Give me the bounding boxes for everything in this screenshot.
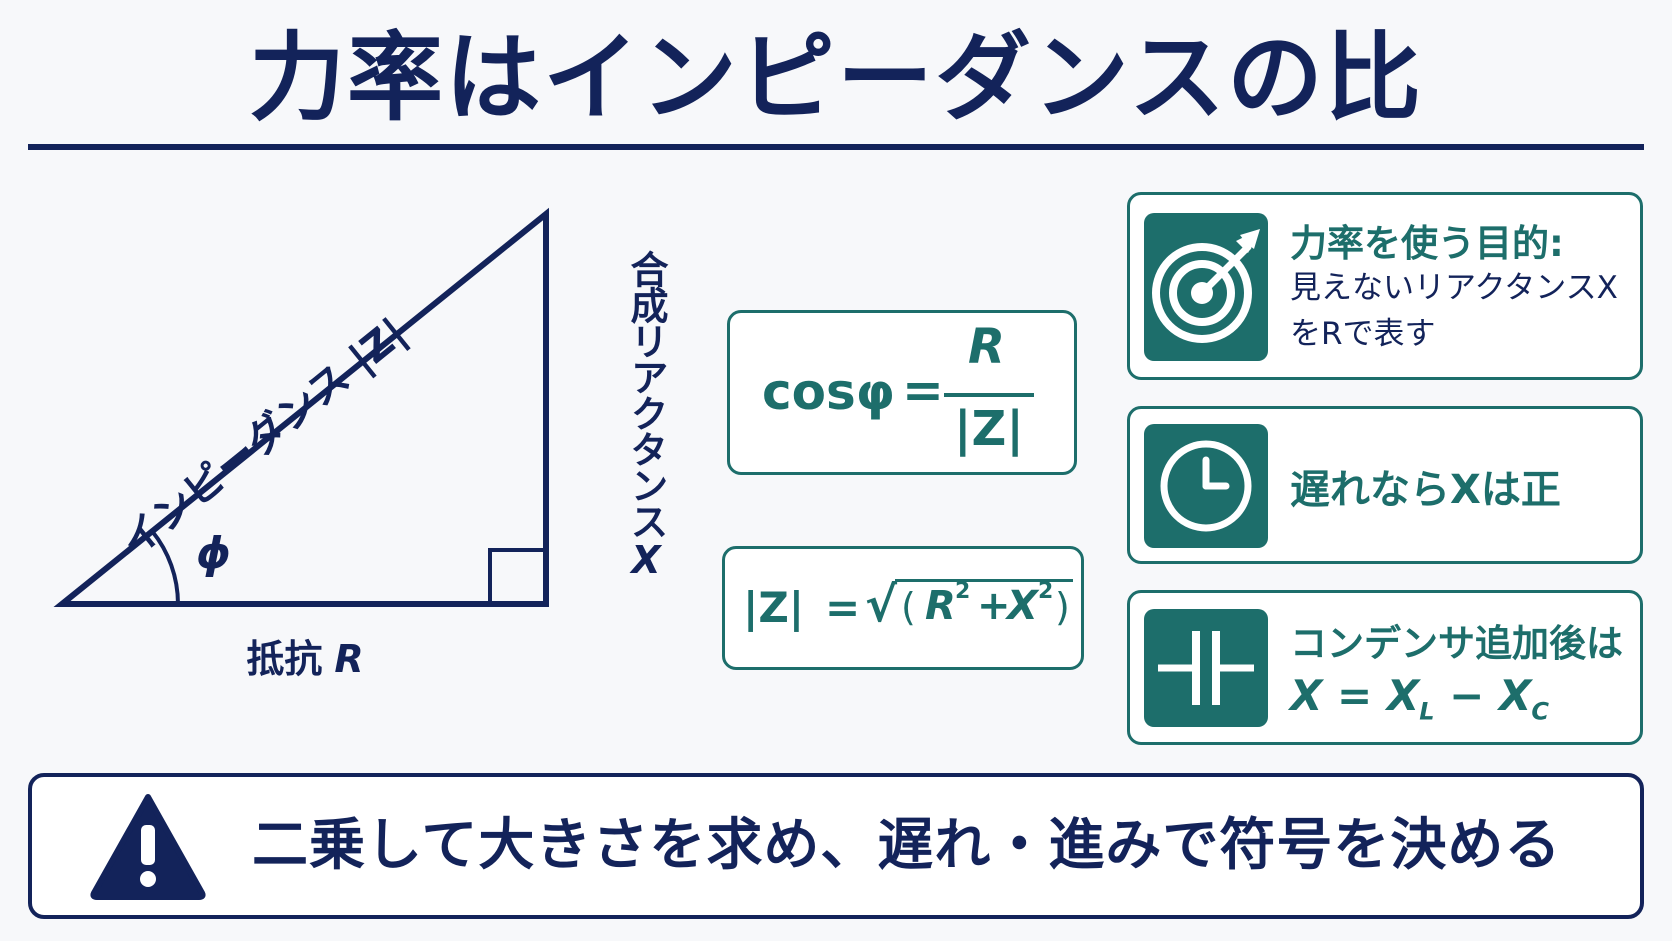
base-label-text: 抵抗 [246,637,322,681]
capacitor-icon [1144,609,1268,727]
card-capacitor-equation: X = XL − XC [1290,671,1549,725]
formula-z-close: ) [1055,585,1070,629]
formula-radical-bar [895,579,1073,582]
summary-banner: 二乗して大きさを求め、遅れ・進みで符号を決める [28,773,1644,919]
card-capacitor-heading: コンデンサ追加後は [1290,622,1623,665]
formula-cos-eq: = [902,361,944,419]
formula-z-radical: √ [865,577,898,633]
reactance-label-text: 合成リアクタンス [624,250,668,538]
formula-z-open: ( [901,585,916,629]
banner-text: 二乗して大きさを求め、遅れ・進みで符号を決める [252,813,1562,878]
eq-equals: = [1337,671,1373,720]
reactance-label-var: X [624,538,668,580]
formula-fraction-bar [944,393,1034,397]
formula-z-r-exp: 2 [955,579,971,604]
card-purpose-heading: 力率を使う目的: [1290,222,1564,265]
card-lag-heading: 遅れならXは正 [1290,467,1561,513]
eq-x: X [1290,671,1323,720]
target-icon [1144,213,1268,361]
reactance-label: 合成リアクタンスX [617,250,668,580]
formula-cos-numerator: R [968,319,1005,375]
formula-z-lhs: |Z| [743,583,805,632]
eq-xc: X [1498,671,1532,720]
formula-cos-lhs: cosφ [762,363,895,421]
right-angle-marker [488,548,548,606]
clock-icon [1144,424,1268,548]
card-lag: 遅れならXは正 [1127,406,1643,564]
formula-z-r: R [925,583,956,629]
card-purpose-line2: をRで表す [1290,316,1436,352]
base-label: 抵抗 R [246,637,363,681]
formula-z-eq: = [825,583,861,632]
impedance-magnitude-formula: |Z| = √ ( R 2 + X 2 ) [722,546,1084,670]
eq-xl: X [1386,671,1420,720]
eq-l-subscript: L [1419,697,1435,726]
card-purpose-line1: 見えないリアクタンスX [1290,270,1618,306]
hypotenuse-label: インピーダンス |Z| [113,310,416,567]
card-capacitor: コンデンサ追加後は X = XL − XC [1127,590,1643,745]
impedance-triangle: ϕ インピーダンス |Z| 抵抗 R [53,207,549,681]
base-label-var: R [334,637,363,681]
warning-icon [90,794,206,900]
formula-z-x-exp: 2 [1038,579,1054,604]
page-title: 力率はインピーダンスの比 [248,22,1424,134]
power-factor-formula: cosφ = R |Z| [727,310,1077,475]
angle-arc [150,529,180,605]
eq-minus: − [1449,671,1485,720]
eq-c-subscript: C [1531,697,1549,726]
formula-cos-denominator: |Z| [954,401,1024,457]
formula-z-plus: + [977,583,1011,629]
angle-label: ϕ [196,528,231,579]
card-purpose: 力率を使う目的: 見えないリアクタンスX をRで表す [1127,192,1643,380]
triangle-outline [53,207,549,607]
formula-z-x: X [1007,583,1038,629]
title-divider [28,144,1644,150]
